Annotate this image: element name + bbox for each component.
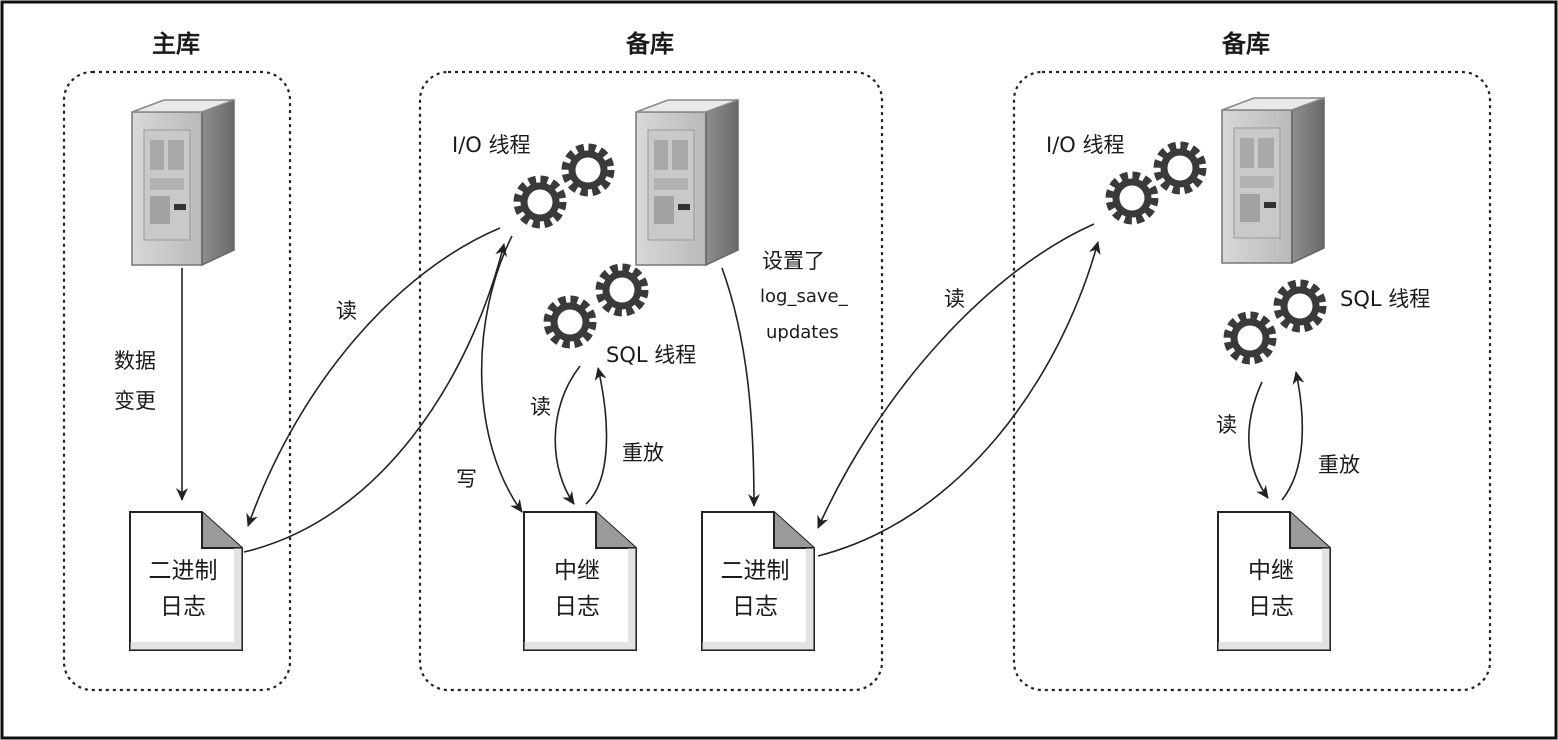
master-title: 主库: [152, 30, 200, 58]
replica1-note-line3: updates: [766, 322, 839, 343]
replica1-read-label: 读: [530, 395, 551, 419]
io-return-arrow-2: [817, 241, 1101, 557]
replica2-title: 备库: [1221, 30, 1270, 58]
replica1-io-thread-label: I/O 线程: [452, 133, 530, 157]
replica1-replay-label: 重放: [622, 441, 664, 465]
replica2-panel: [1012, 70, 1492, 692]
replica2-sql-gears-icon: [1230, 286, 1320, 358]
replica2-server-icon: [1221, 97, 1325, 264]
cross-read-label-2: 读: [944, 287, 965, 311]
replica1-note-line1: 设置了: [762, 249, 825, 273]
replica1-sql-gears-icon: [550, 270, 642, 342]
replica2-relaylog-line2: 日志: [1248, 594, 1294, 620]
replica1-server-icon: [635, 99, 739, 266]
replica1-write-label: 写: [456, 467, 477, 491]
cross-read-label-1: 读: [336, 299, 357, 323]
replica1-panel: [418, 70, 884, 692]
replica1-read-arrow: [554, 365, 581, 505]
replica1-binlog-line2: 日志: [732, 594, 778, 620]
io-read-arrow-1: [246, 227, 501, 527]
master-panel: [62, 70, 292, 692]
replica2-io-gears-icon: [1112, 148, 1200, 218]
master-binlog-line2: 日志: [160, 594, 206, 620]
replica2-relaylog-line1: 中继: [1248, 558, 1294, 584]
replica1-title: 备库: [625, 30, 674, 58]
replica1-relaylog-line2: 日志: [554, 594, 600, 620]
replica1-sql-thread-label: SQL 线程: [606, 343, 696, 367]
io-read-arrow-2: [817, 223, 1095, 529]
replica2-io-thread-label: I/O 线程: [1046, 133, 1124, 157]
replica2-sql-thread-label: SQL 线程: [1340, 287, 1430, 311]
replica2-read-arrow: [1248, 381, 1269, 499]
replica1-binlog-line1: 二进制: [721, 558, 790, 584]
replica1-note-line2: log_save_: [760, 286, 849, 307]
replica1-relaylog-line1: 中继: [554, 558, 600, 584]
replica1-binlog-arrow: [721, 267, 760, 507]
replica1-replay-arrow: [585, 367, 608, 505]
replica1-io-gears-icon: [520, 150, 608, 222]
replica2-replay-arrow: [1281, 371, 1305, 501]
master-binlog-line1: 二进制: [149, 558, 218, 584]
write-relaylog-arrow: [480, 235, 523, 513]
replica2-read-label: 读: [1216, 413, 1237, 437]
master-server-icon: [131, 99, 235, 266]
replica2-replay-label: 重放: [1318, 453, 1360, 477]
master-change-label-line2: 变更: [114, 389, 156, 413]
master-change-label-line1: 数据: [114, 349, 156, 373]
io-return-arrow-1: [243, 243, 507, 553]
